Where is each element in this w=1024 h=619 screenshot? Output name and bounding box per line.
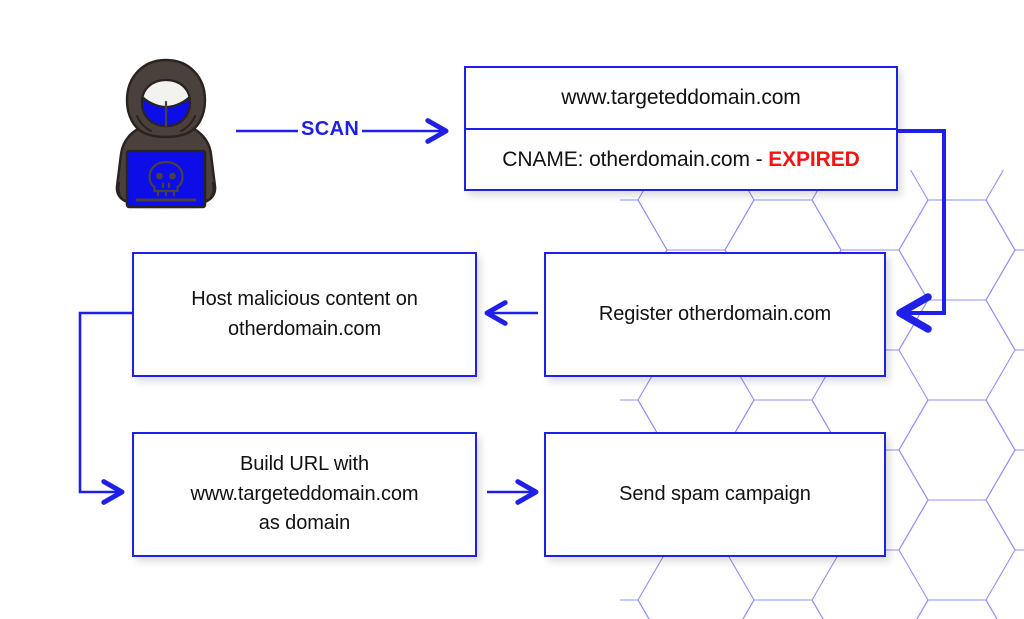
targeted-domain-card: www.targeteddomain.com CNAME: otherdomai… [464, 66, 898, 191]
edge-label-scan: SCAN [298, 119, 363, 139]
edge-host-to-build [78, 311, 132, 505]
edge-card-to-register [896, 129, 946, 333]
targeted-domain-row: www.targeteddomain.com [466, 68, 896, 128]
send-box-line1: Send spam campaign [619, 482, 811, 505]
host-box-line1: Host malicious content on [191, 287, 418, 310]
status-badge-expired: EXPIRED [768, 147, 860, 171]
build-box-line2: www.targeteddomain.com [190, 482, 419, 505]
targeted-domain-text: www.targeteddomain.com [561, 86, 801, 110]
skull-icon [148, 160, 184, 197]
cname-prefix: CNAME: otherdomain.com - [502, 147, 769, 171]
host-box: Host malicious content on otherdomain.co… [132, 252, 477, 377]
build-box-line1: Build URL with [239, 453, 370, 476]
cname-row: CNAME: otherdomain.com - EXPIRED [466, 127, 896, 190]
send-box: Send spam campaign [544, 432, 886, 557]
register-box: Register otherdomain.com [544, 252, 886, 377]
host-box-line2: otherdomain.com [227, 317, 382, 340]
hacker-figure [115, 58, 217, 210]
hacker-laptop [125, 149, 207, 209]
build-box-line3: as domain [258, 512, 351, 535]
build-box: Build URL with www.targeteddomain.com as… [132, 432, 477, 557]
cname-text: CNAME: otherdomain.com - EXPIRED [492, 144, 869, 175]
register-box-line1: Register otherdomain.com [598, 302, 832, 325]
